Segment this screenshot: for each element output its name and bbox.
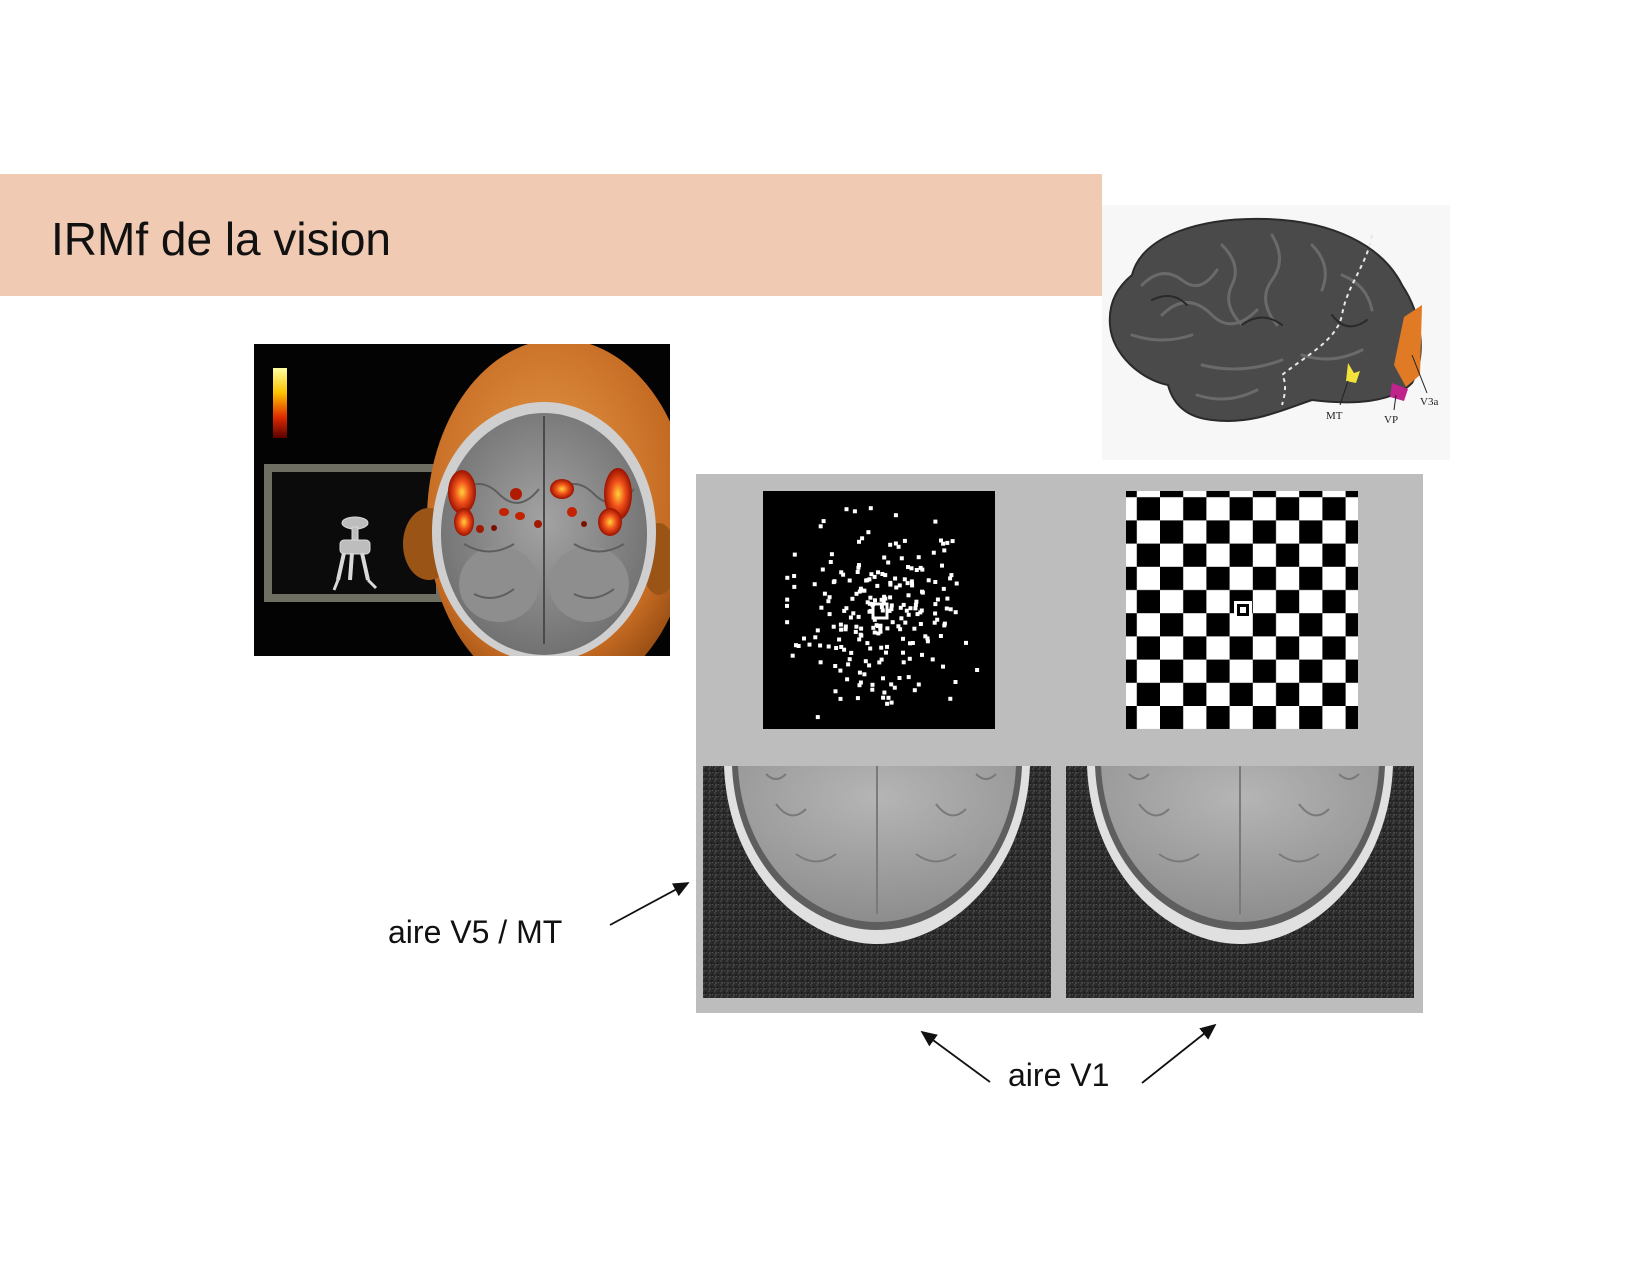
stimulus-mri-panel (696, 474, 1423, 1013)
activation-blobs (448, 468, 632, 536)
fmri-head-figure (254, 344, 670, 656)
title-band (0, 174, 1102, 296)
fixation-square (871, 602, 889, 620)
arrow-to-v5 (609, 882, 690, 926)
label-vp: VP (1384, 414, 1398, 426)
mt-region (1346, 363, 1360, 383)
stimulus-mri-image (696, 474, 1423, 1013)
label-mt: MT (1326, 410, 1343, 422)
walking-figure-icon (332, 516, 378, 591)
lateral-brain-figure: MT VP V3a (1102, 205, 1450, 460)
brain-sulci (1130, 233, 1374, 401)
callout-v1: aire V1 (1008, 1057, 1110, 1093)
brain-outline (1108, 217, 1422, 422)
checkerboard-stimulus (1126, 491, 1358, 729)
random-dots-stimulus (763, 491, 995, 729)
motion-dots (785, 506, 980, 720)
v3a-region (1394, 305, 1422, 387)
label-v3a: V3a (1420, 396, 1438, 408)
callout-v5-mt: aire V5 / MT (388, 914, 563, 950)
mri-slice-motion (703, 766, 1051, 998)
fmri-head-image (254, 344, 670, 656)
slide-title: IRMf de la vision (51, 213, 392, 265)
mri-slice-checkerboard (1066, 766, 1414, 998)
arrow-to-v1-right (1141, 1023, 1217, 1084)
lateral-brain-image: MT VP V3a (1102, 205, 1450, 460)
colorbar (273, 368, 287, 438)
dashed-boundary (1280, 234, 1373, 406)
arrow-to-v1-left (920, 1030, 991, 1083)
vp-region (1390, 383, 1408, 401)
